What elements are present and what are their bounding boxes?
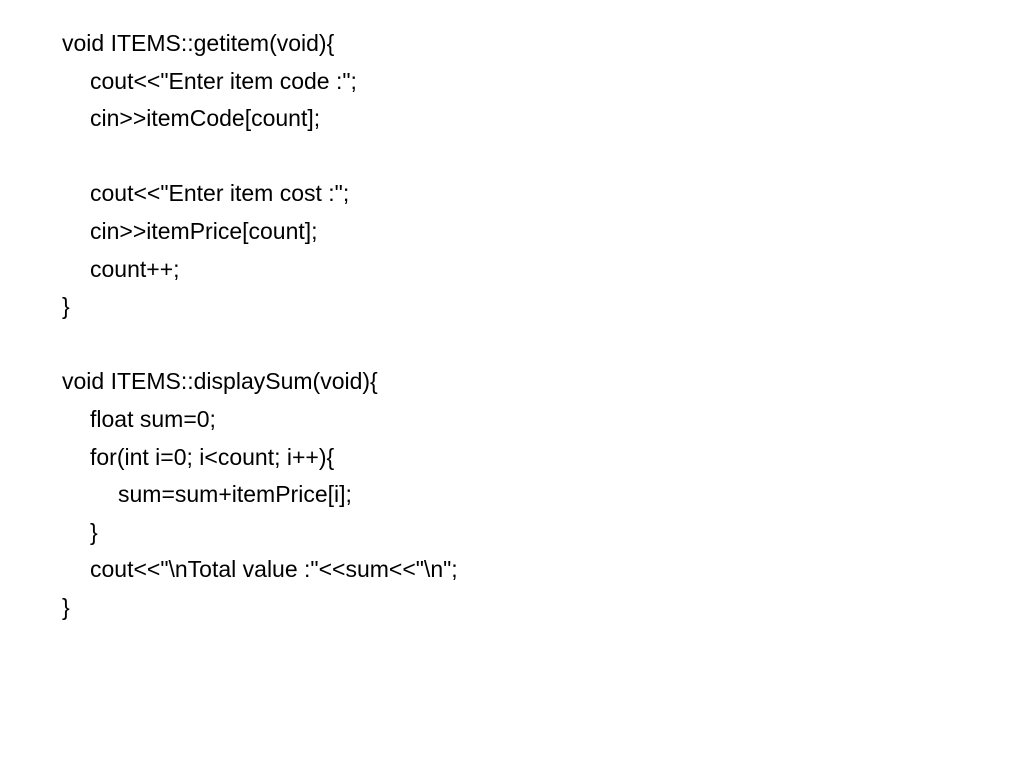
code-line: } [90,518,98,545]
code-line: float sum=0; [90,405,216,432]
code-line: count++; [90,255,180,282]
code-line: sum=sum+itemPrice[i]; [118,481,352,508]
code-line: cout<<"Enter item cost :"; [90,180,350,207]
code-line: void ITEMS::getitem(void){ [62,30,335,56]
blank-line [62,138,458,176]
code-line: void ITEMS::displaySum(void){ [62,368,378,395]
code-line: } [62,293,70,320]
code-block: void ITEMS::getitem(void){ cout<<"Enter … [62,25,458,627]
code-line: cin>>itemPrice[count]; [90,217,318,244]
blank-line [62,326,458,364]
code-line: } [62,593,70,620]
code-line: cout<<"Enter item code :"; [90,67,357,94]
code-line: cout<<"\nTotal value :"<<sum<<"\n"; [90,556,458,583]
code-line: for(int i=0; i<count; i++){ [90,443,335,470]
code-line: cin>>itemCode[count]; [90,105,321,132]
